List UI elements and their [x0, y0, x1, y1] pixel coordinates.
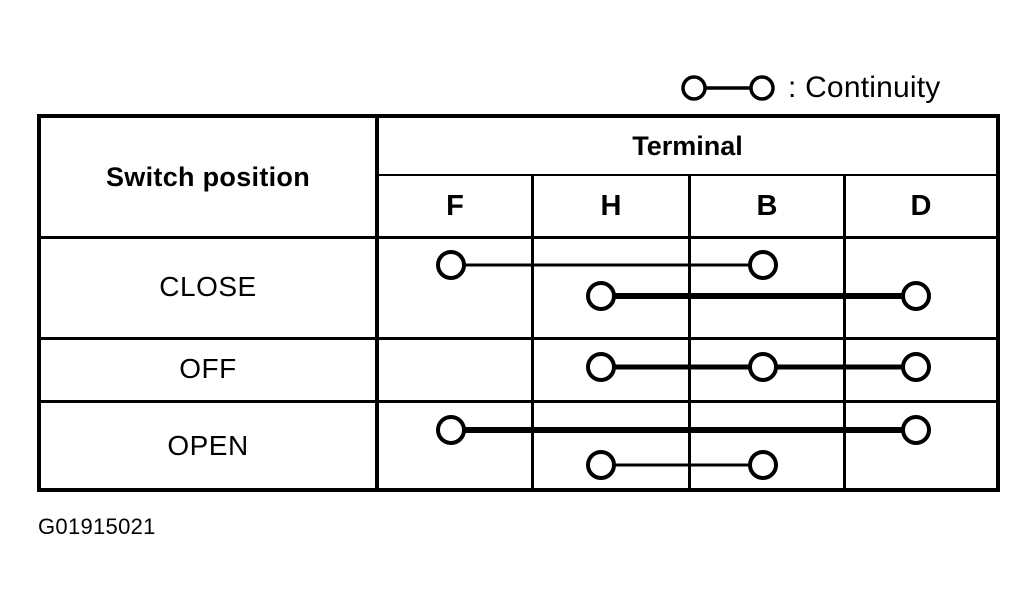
column-divider-b	[843, 174, 846, 488]
close-off-divider	[41, 337, 996, 340]
continuity-table: Switch position Terminal F H B D CLOSE O…	[37, 114, 1000, 492]
switch-position-header: Switch position	[106, 161, 310, 192]
legend-label: : Continuity	[788, 71, 941, 104]
terminal-header-f: F	[446, 189, 464, 222]
continuity-legend: : Continuity	[672, 64, 1012, 112]
row-label-open: OPEN	[167, 430, 249, 461]
terminal-header: Terminal	[632, 130, 743, 161]
row-label-off: OFF	[179, 352, 237, 384]
off-open-divider	[41, 400, 996, 403]
header-body-divider	[41, 236, 996, 239]
continuity-symbol	[672, 73, 784, 103]
row-label-close: CLOSE	[159, 270, 257, 302]
terminal-header-b: B	[756, 189, 778, 222]
column-divider-switch	[375, 118, 379, 488]
figure-caption: G01915021	[38, 514, 156, 539]
terminal-header-d: D	[910, 189, 932, 222]
terminal-subheader-divider	[379, 174, 996, 176]
column-divider-h	[688, 174, 691, 488]
column-divider-f	[531, 174, 534, 488]
continuity-symbol-graphic	[681, 75, 775, 101]
terminal-header-h: H	[600, 189, 622, 222]
